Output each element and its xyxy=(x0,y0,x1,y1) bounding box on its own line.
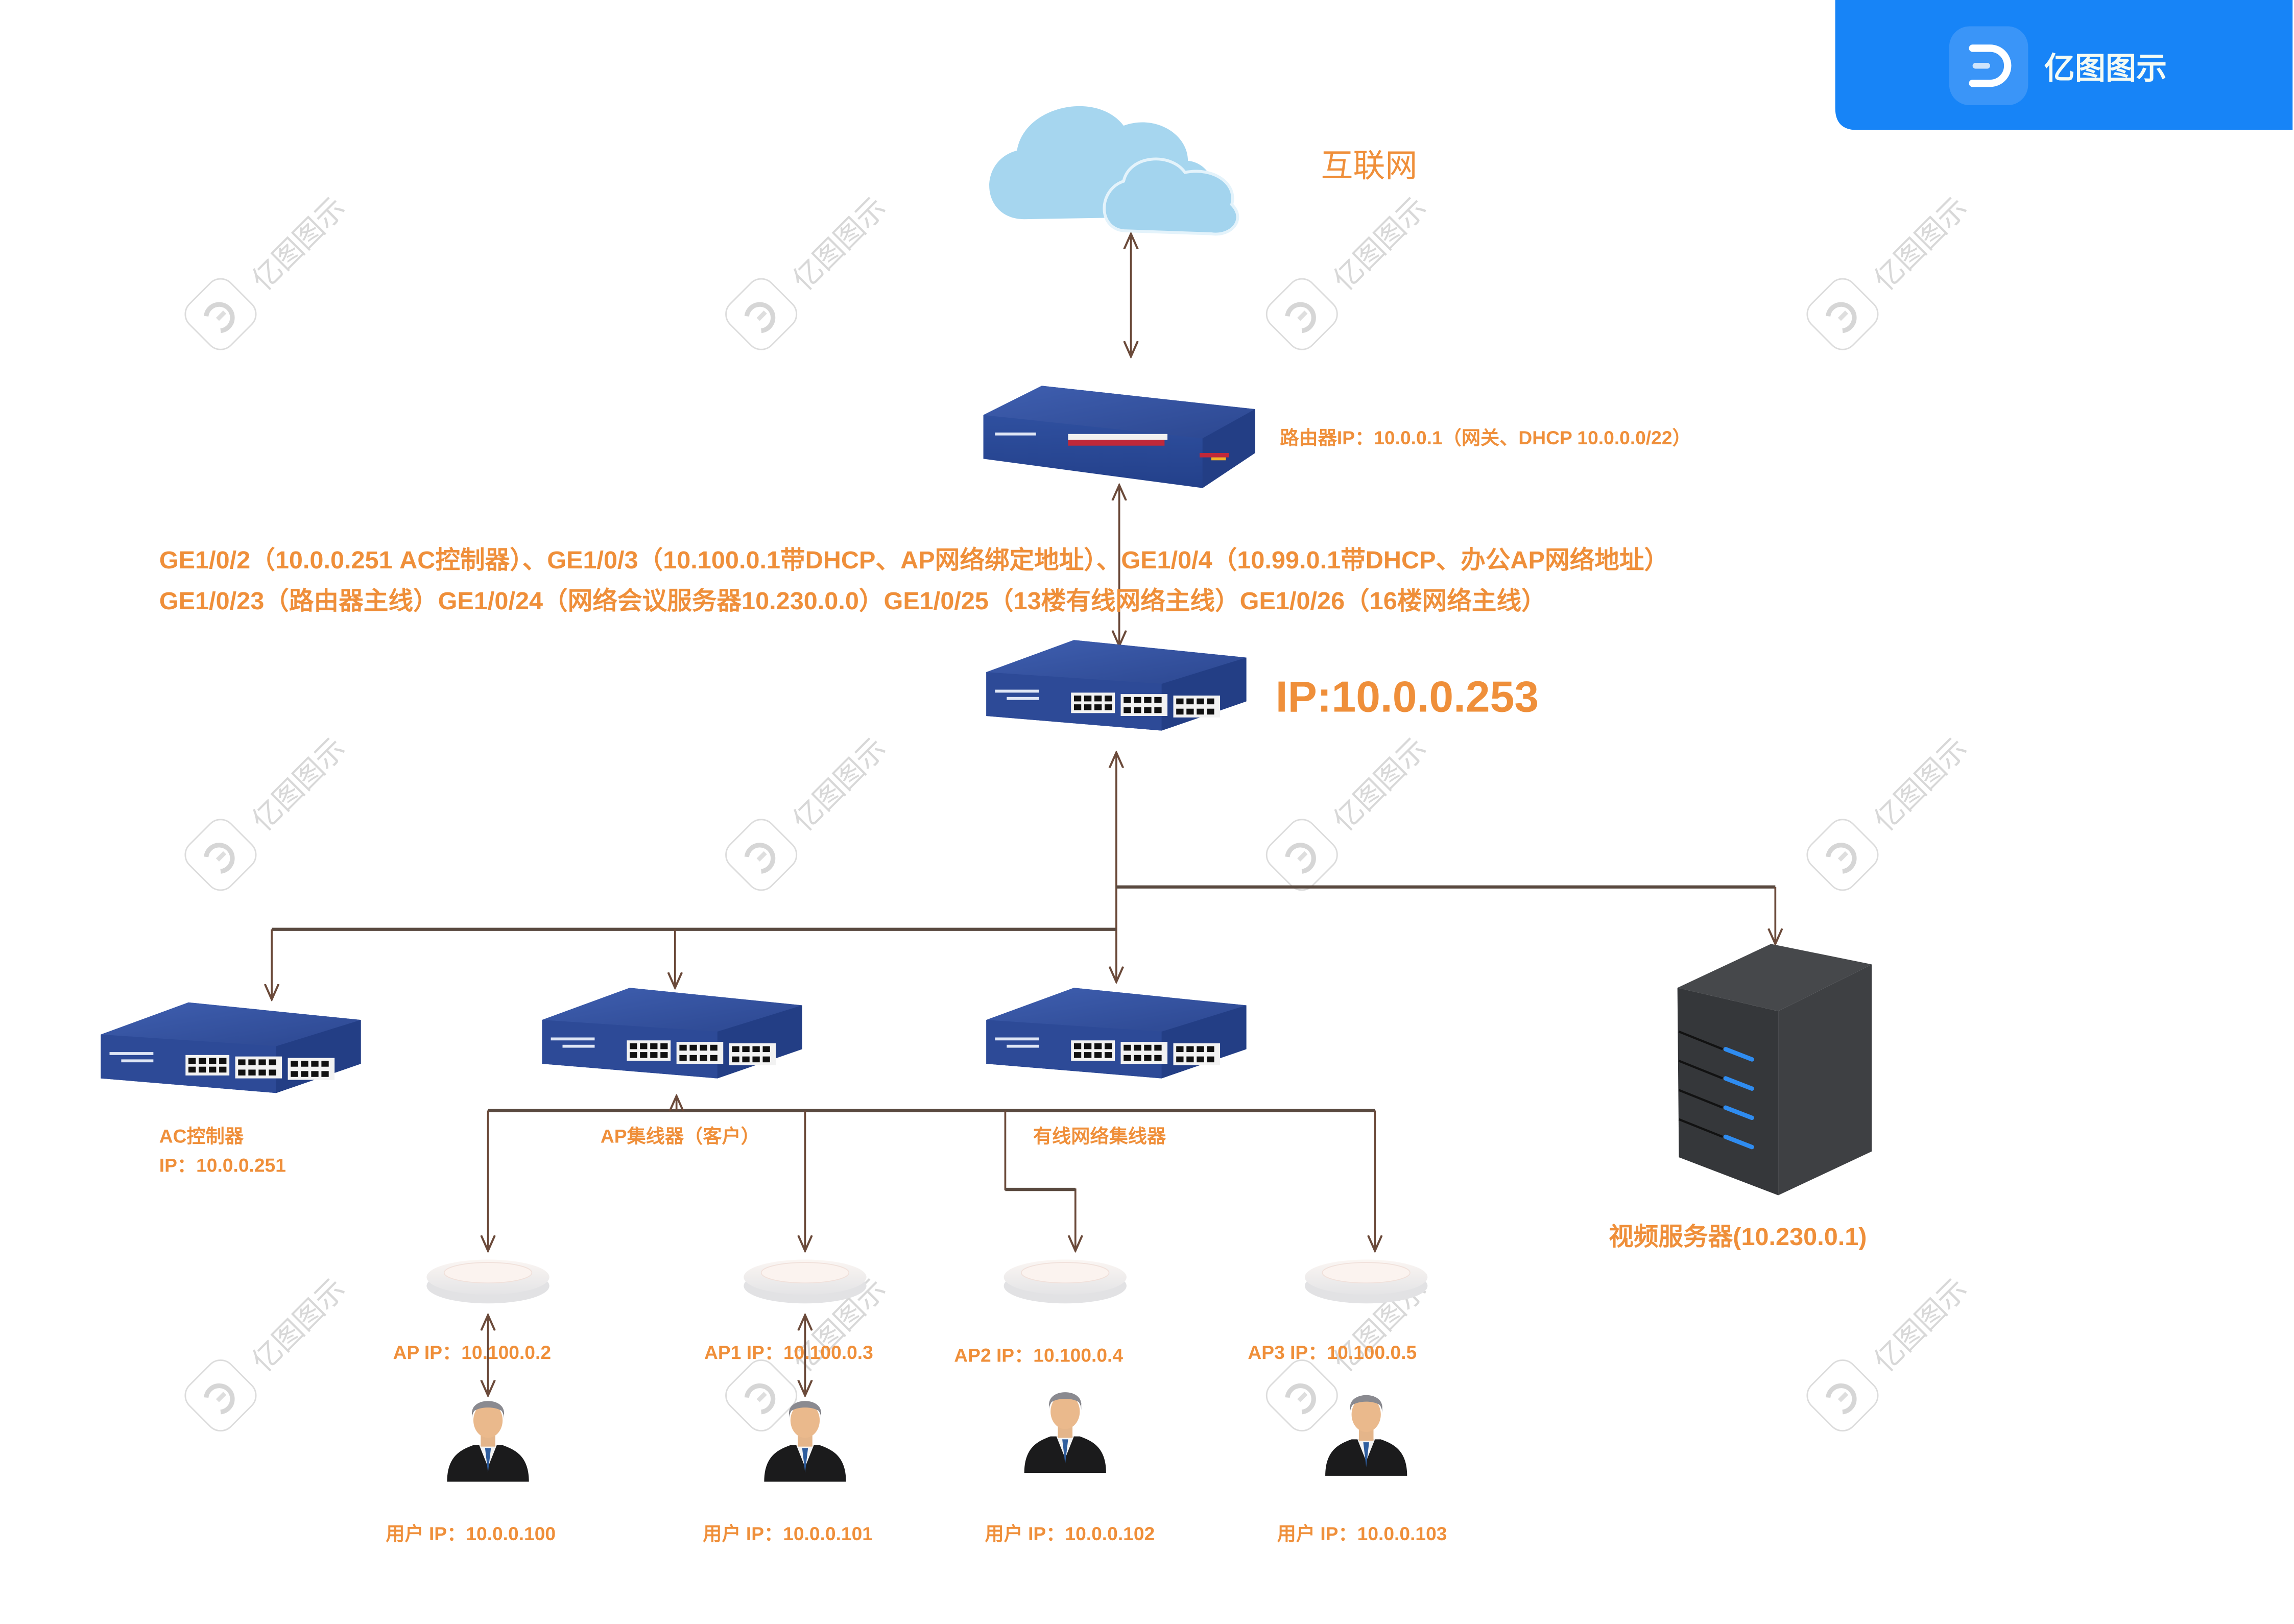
wireless-ap-icon xyxy=(426,1259,550,1304)
brand-name: 亿图图示 xyxy=(2044,52,2167,86)
watermark-text: 亿图图示 xyxy=(246,732,352,838)
switch-icon xyxy=(101,1002,361,1093)
ap-label: AP IP：10.100.0.2 xyxy=(393,1342,551,1363)
cloud-icon xyxy=(989,106,1239,236)
wireless-ap-icon xyxy=(1003,1259,1127,1304)
user-icon xyxy=(764,1401,846,1482)
router-label: 路由器IP：10.0.0.1（网关、DHCP 10.0.0.0/22） xyxy=(1280,427,1691,448)
ac-switch-label: AC控制器 xyxy=(159,1126,244,1147)
server-icon xyxy=(1677,944,1872,1196)
ap-label: AP1 IP：10.100.0.3 xyxy=(704,1342,873,1363)
user-label: 用户 IP：10.0.0.101 xyxy=(703,1523,873,1544)
ap-hub-label: AP集线器（客户） xyxy=(601,1126,760,1147)
port-note-line-1: GE1/0/2（10.0.0.251 AC控制器）、GE1/0/3（10.100… xyxy=(159,546,1669,574)
internet-node[interactable]: 互联网 xyxy=(989,106,1417,236)
ap-hub-node[interactable]: AP集线器（客户） xyxy=(542,988,802,1147)
connectors xyxy=(272,234,1775,1396)
ac-switch-node[interactable]: AC控制器 IP：10.0.0.251 xyxy=(101,1002,361,1176)
watermark-text: 亿图图示 xyxy=(1868,1273,1974,1378)
router-node[interactable]: 路由器IP：10.0.0.1（网关、DHCP 10.0.0.0/22） xyxy=(983,386,1691,488)
access-point-3[interactable]: AP3 IP：10.100.0.5 xyxy=(1248,1259,1428,1363)
ap-label: AP3 IP：10.100.0.5 xyxy=(1248,1342,1417,1363)
video-server-label: 视频服务器(10.230.0.1) xyxy=(1609,1223,1867,1251)
access-point-0[interactable]: AP IP：10.100.0.2 xyxy=(393,1259,551,1363)
watermark-text: 亿图图示 xyxy=(1327,732,1433,838)
switch-icon xyxy=(986,988,1247,1079)
watermark-text: 亿图图示 xyxy=(1868,732,1974,838)
user-label: 用户 IP：10.0.0.102 xyxy=(985,1523,1155,1544)
user-0[interactable]: 用户 IP：10.0.0.100 xyxy=(386,1401,556,1544)
edraw-logo-icon xyxy=(1949,26,2028,106)
watermark-text: 亿图图示 xyxy=(246,1273,352,1378)
wireless-ap-icon xyxy=(743,1259,867,1304)
watermark-text: 亿图图示 xyxy=(246,191,352,297)
watermark-text: 亿图图示 xyxy=(786,732,892,838)
router-icon xyxy=(983,386,1255,488)
access-point-2[interactable]: AP2 IP：10.100.0.4 xyxy=(954,1259,1127,1366)
user-1[interactable]: 用户 IP：10.0.0.101 xyxy=(703,1401,873,1544)
video-server-node[interactable]: 视频服务器(10.230.0.1) xyxy=(1609,944,1872,1251)
user-label: 用户 IP：10.0.0.100 xyxy=(386,1523,556,1544)
core-switch-ip-label: IP:10.0.0.253 xyxy=(1276,672,1539,721)
watermark-text: 亿图图示 xyxy=(786,191,892,297)
user-label: 用户 IP：10.0.0.103 xyxy=(1277,1523,1447,1544)
user-icon xyxy=(1325,1395,1407,1476)
brand-badge[interactable]: 亿图图示 xyxy=(1835,0,2293,130)
ac-switch-ip: IP：10.0.0.251 xyxy=(159,1155,286,1176)
port-note-line-2: GE1/0/23（路由器主线）GE1/0/24（网络会议服务器10.230.0.… xyxy=(159,587,1546,615)
ap-label: AP2 IP：10.100.0.4 xyxy=(954,1345,1123,1366)
switch-icon xyxy=(986,640,1247,731)
user-3[interactable]: 用户 IP：10.0.0.103 xyxy=(1277,1395,1447,1544)
wired-hub-label: 有线网络集线器 xyxy=(1033,1126,1166,1147)
core-switch-node[interactable]: IP:10.0.0.253 xyxy=(986,640,1539,731)
user-2[interactable]: 用户 IP：10.0.0.102 xyxy=(985,1392,1155,1544)
internet-label: 互联网 xyxy=(1321,148,1417,184)
switch-icon xyxy=(542,988,802,1079)
wired-hub-node[interactable]: 有线网络集线器 xyxy=(986,988,1247,1147)
watermark-text: 亿图图示 xyxy=(1868,191,1974,297)
user-icon xyxy=(1024,1392,1106,1473)
watermark-text: 亿图图示 xyxy=(1327,191,1433,297)
access-point-1[interactable]: AP1 IP：10.100.0.3 xyxy=(704,1259,873,1363)
user-icon xyxy=(447,1401,529,1482)
wireless-ap-icon xyxy=(1304,1259,1428,1304)
